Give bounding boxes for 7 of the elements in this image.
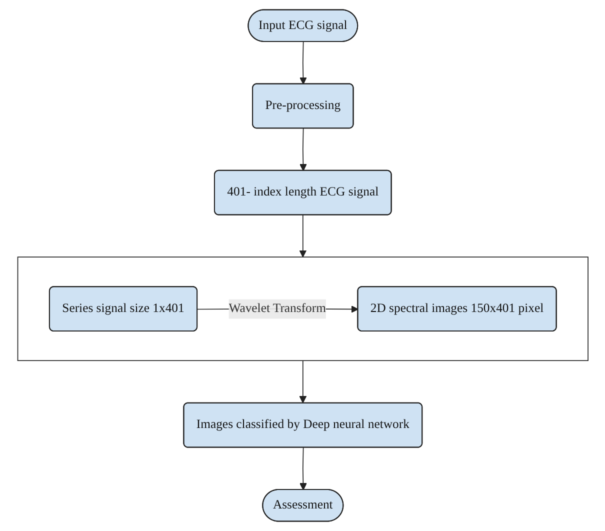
cluster xyxy=(16,256,588,362)
edge-label: Wavelet Transform xyxy=(228,302,326,316)
arrow xyxy=(299,128,306,172)
arrow xyxy=(299,41,306,84)
arrow xyxy=(298,214,306,258)
arrow xyxy=(298,360,306,404)
arrow xyxy=(299,447,306,490)
